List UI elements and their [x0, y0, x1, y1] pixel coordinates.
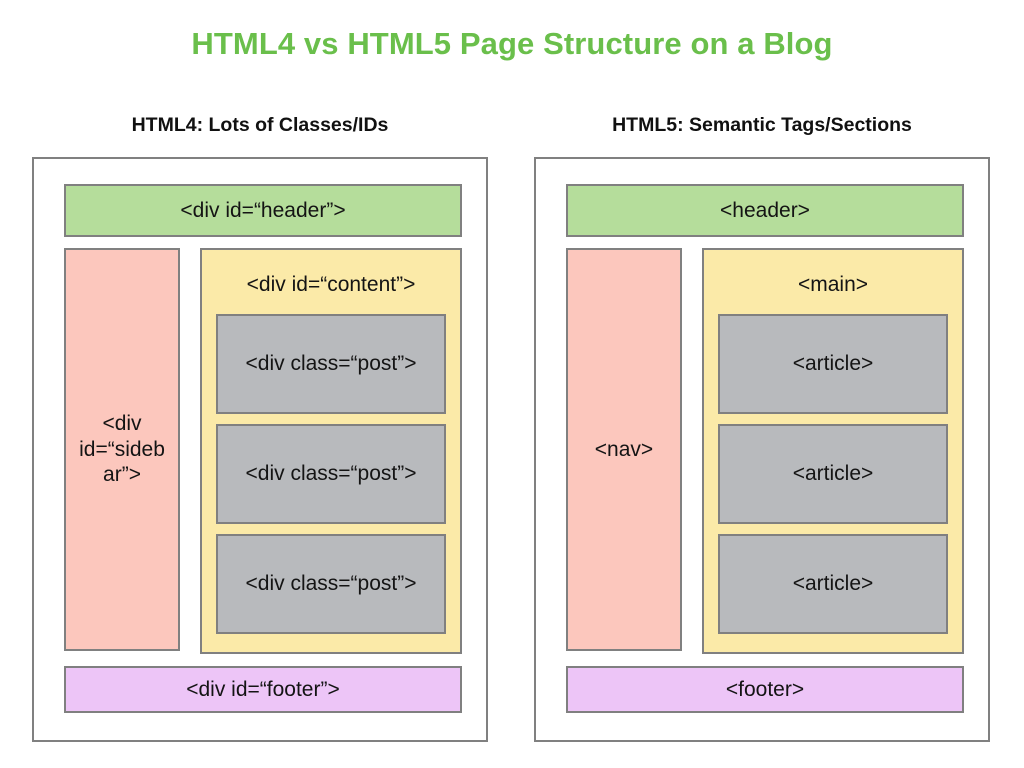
- block-article-html5-2: <article>: [718, 424, 948, 524]
- block-post-html4-1: <div class=“post”>: [216, 314, 446, 414]
- diagram-panel-html5: <header> <nav> <main> <article> <article…: [534, 157, 990, 742]
- block-footer-html5: <footer>: [566, 666, 964, 713]
- block-post-html4-3: <div class=“post”>: [216, 534, 446, 634]
- block-main-html5: <main> <article> <article> <article>: [702, 248, 964, 654]
- diagram-panel-html4: <div id=“header”> <div id=“sideb ar”> <d…: [32, 157, 488, 742]
- block-header-html5: <header>: [566, 184, 964, 237]
- block-post-html4-2: <div class=“post”>: [216, 424, 446, 524]
- block-header-html4: <div id=“header”>: [64, 184, 462, 237]
- page-title: HTML4 vs HTML5 Page Structure on a Blog: [191, 26, 833, 61]
- block-nav-html5: <nav>: [566, 248, 682, 651]
- block-article-html5-1: <article>: [718, 314, 948, 414]
- block-article-html5-3: <article>: [718, 534, 948, 634]
- column-heading-html4: HTML4: Lots of Classes/IDs: [131, 114, 389, 136]
- block-footer-html4: <div id=“footer”>: [64, 666, 462, 713]
- block-sidebar-html4: <div id=“sideb ar”>: [64, 248, 180, 651]
- block-content-html4: <div id=“content”> <div class=“post”> <d…: [200, 248, 462, 654]
- column-heading-html5: HTML5: Semantic Tags/Sections: [612, 114, 912, 136]
- block-main-label-html5: <main>: [797, 273, 869, 296]
- block-content-label-html4: <div id=“content”>: [246, 273, 416, 296]
